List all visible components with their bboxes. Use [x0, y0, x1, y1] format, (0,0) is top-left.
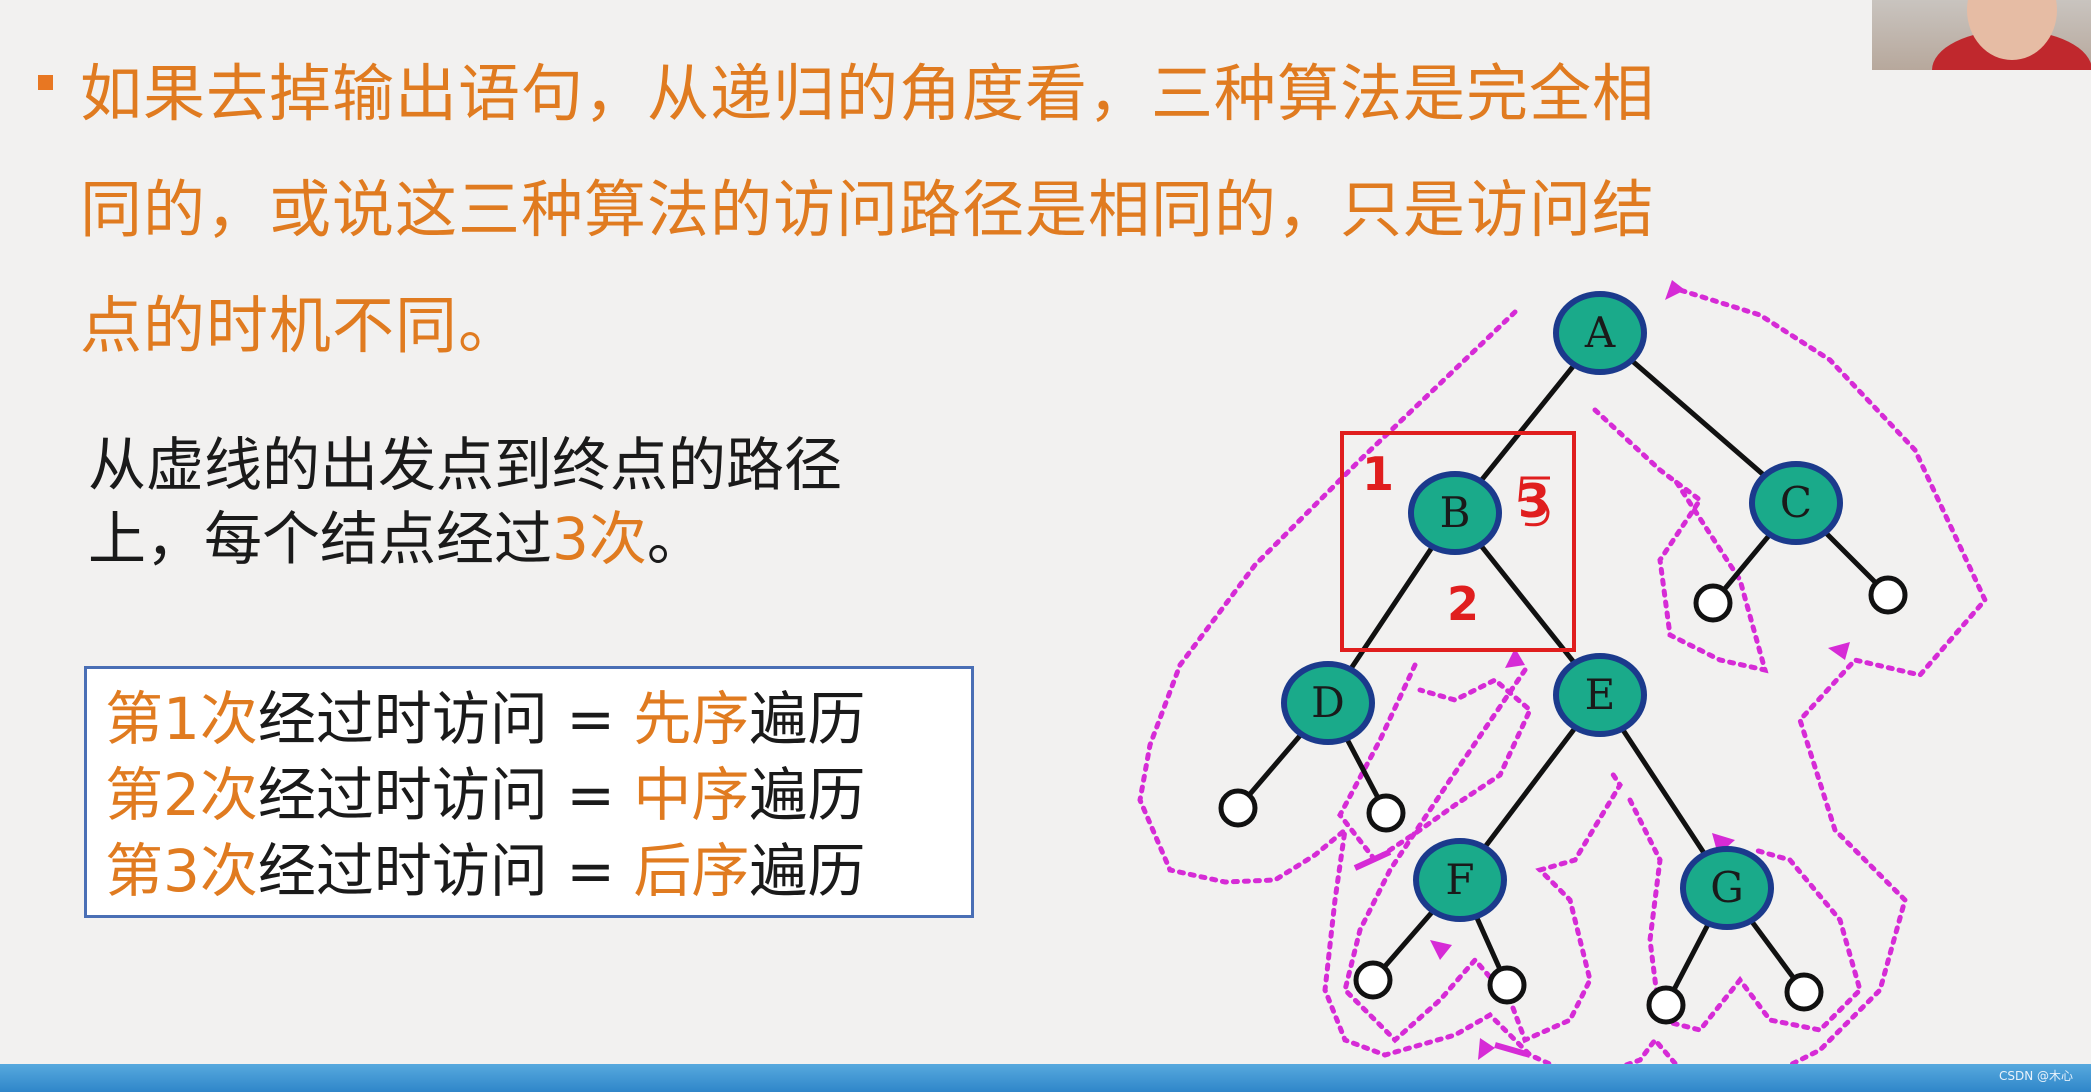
null-leaf — [1366, 793, 1406, 833]
visit-markers — [1353, 849, 1701, 1081]
traversal-path-inner-right — [1592, 407, 1769, 674]
node-label-f: F — [1445, 855, 1474, 904]
bullet-text: 如果去掉输出语句，从递归的角度看，三种算法是完全相同的，或说这三种算法的访问路径… — [80, 57, 1656, 362]
visit-marker-d — [1353, 849, 1392, 871]
definition-ordinal: 第1次 — [105, 685, 258, 753]
tree-node-d: D — [1281, 661, 1375, 745]
definition-middle: 经过时访问 = — [257, 837, 634, 905]
traversal-path-inner — [1337, 662, 1534, 864]
definition-tail: 遍历 — [749, 761, 866, 829]
note-count: 3次 — [552, 505, 647, 573]
null-leaf — [1693, 583, 1733, 623]
visit-marker-f — [1494, 1042, 1531, 1058]
definition-order: 先序 — [633, 685, 750, 753]
definition-middle: 经过时访问 = — [257, 685, 634, 753]
null-leaf — [1353, 960, 1393, 1000]
definition-tail: 遍历 — [749, 837, 866, 905]
definition-tail: 遍历 — [749, 685, 866, 753]
definition-order: 后序 — [633, 837, 750, 905]
node-label-d: D — [1311, 678, 1345, 727]
tree-node-b: B — [1408, 471, 1502, 555]
node-label-b: B — [1440, 488, 1471, 537]
handwritten-mark — [1518, 476, 1550, 527]
note-suffix: 。 — [646, 505, 705, 573]
arrow-c-subtree — [1828, 642, 1850, 660]
path-arrows — [1430, 280, 1850, 1060]
webcam-overlay — [1872, 0, 2091, 70]
definition-box: 第1次经过时访问 = 先序遍历 第2次经过时访问 = 中序遍历 第3次经过时访问… — [84, 666, 974, 918]
traversal-path-subtree-g — [1627, 797, 1863, 1033]
definition-middle: 经过时访问 = — [257, 761, 634, 829]
tree-node-g: G — [1680, 846, 1774, 930]
step-label-2: 2 — [1447, 577, 1479, 631]
node-label-c: C — [1780, 478, 1812, 527]
definition-row-preorder: 第1次经过时访问 = 先序遍历 — [105, 681, 971, 757]
definition-ordinal: 第2次 — [105, 761, 258, 829]
traversal-note: 从虚线的出发点到终点的路径上，每个结点经过3次。 — [88, 428, 948, 576]
tree-node-a: A — [1553, 291, 1647, 375]
tree-node-f: F — [1413, 838, 1507, 922]
note-prefix: 从虚线的出发点到终点的路径上，每个结点经过 — [88, 431, 843, 573]
null-leaf — [1646, 985, 1686, 1025]
definition-row-postorder: 第3次经过时访问 = 后序遍历 — [105, 833, 971, 909]
tree-nodes: A B C D E F G — [1281, 291, 1843, 930]
node-label-g: G — [1710, 863, 1744, 912]
arrow-start — [1665, 280, 1685, 300]
tree-node-c: C — [1749, 461, 1843, 545]
null-leaves — [1218, 575, 1908, 1025]
highlight-box — [1340, 431, 1576, 652]
step-label-1: 1 — [1362, 447, 1394, 501]
definition-order: 中序 — [633, 761, 750, 829]
bottom-bar: CSDN @木心 — [0, 1064, 2091, 1092]
null-leaf — [1218, 788, 1258, 828]
bullet-marker — [38, 75, 53, 90]
tree-node-e: E — [1553, 653, 1647, 737]
node-label-a: A — [1584, 308, 1616, 357]
arrow-d-subtree — [1505, 648, 1525, 668]
null-leaf — [1487, 965, 1527, 1005]
definition-row-inorder: 第2次经过时访问 = 中序遍历 — [105, 757, 971, 833]
null-leaf — [1784, 972, 1824, 1012]
null-leaf — [1868, 575, 1908, 615]
watermark: CSDN @木心 — [1998, 1069, 2073, 1083]
arrow-bottom — [1478, 1038, 1495, 1060]
node-label-e: E — [1585, 670, 1616, 719]
definition-ordinal: 第3次 — [105, 837, 258, 905]
arrow-f-subtree — [1430, 940, 1452, 960]
